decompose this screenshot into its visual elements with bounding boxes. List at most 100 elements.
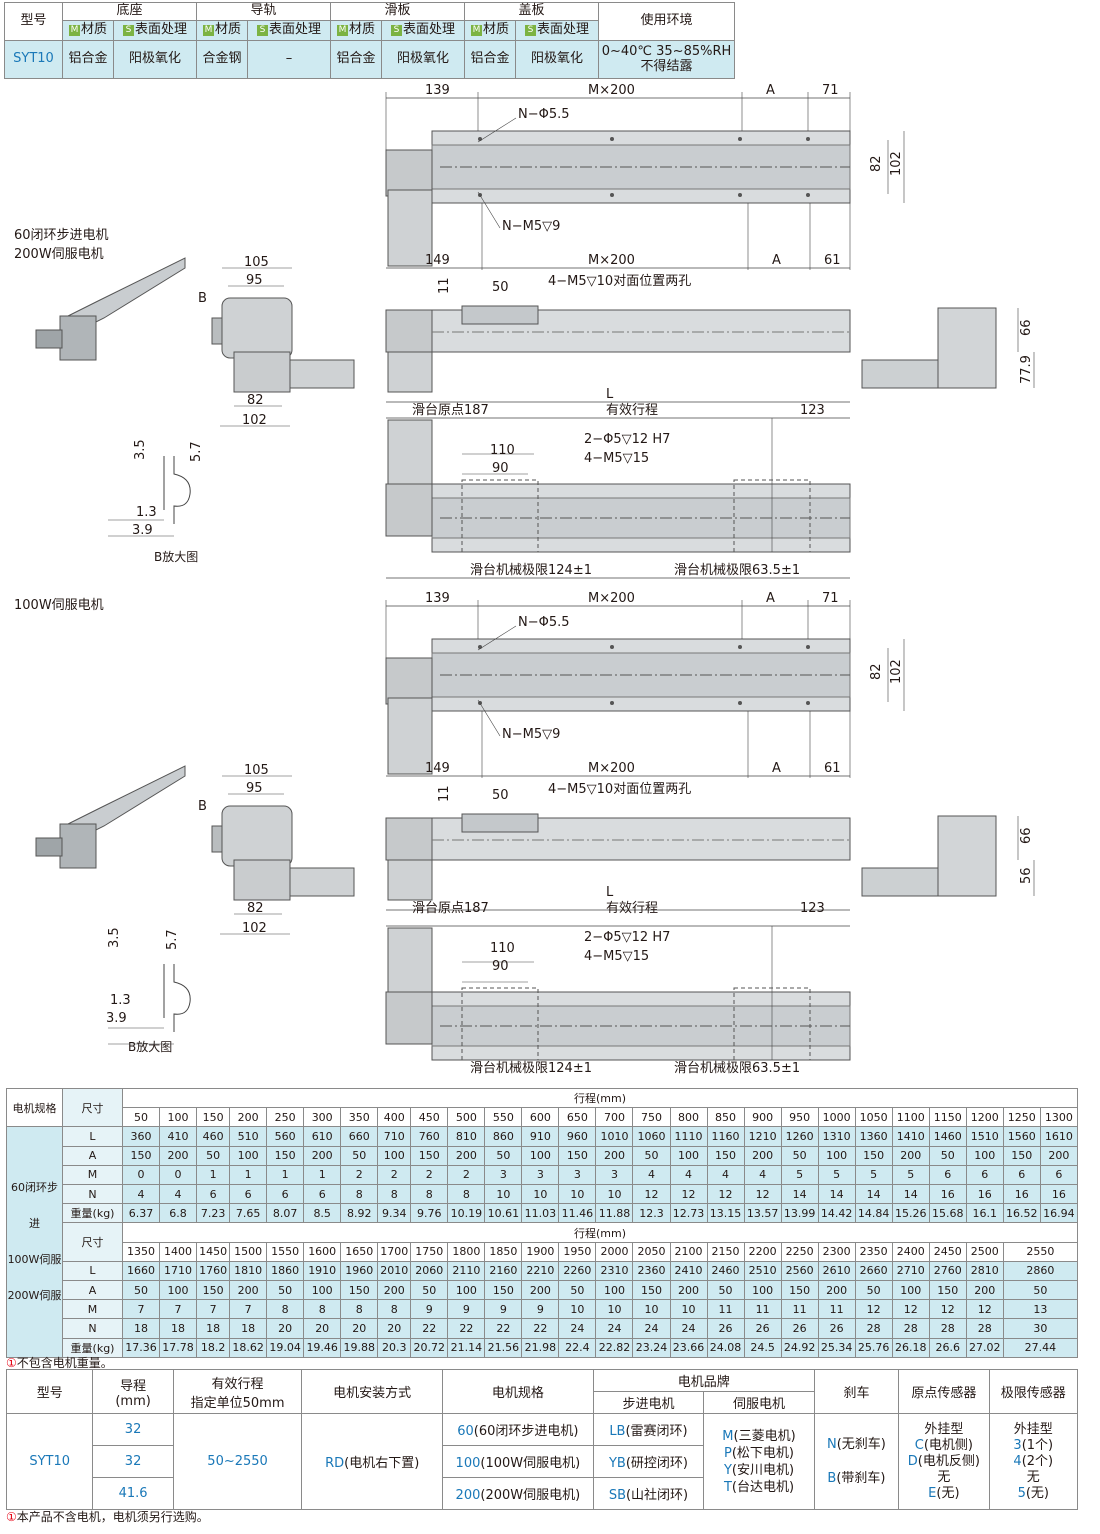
spec-cell: 1610: [1039, 1126, 1079, 1147]
order-stroke: 50~2550: [172, 1413, 303, 1510]
order-h-limit: 极限传感器: [988, 1369, 1079, 1414]
spec-row-label: L: [62, 1126, 123, 1147]
spec-cell: 16: [1002, 1184, 1041, 1205]
spec-cell: 19.04: [266, 1337, 305, 1359]
spec-cell: 25.34: [817, 1337, 856, 1359]
spec-cell: 9: [484, 1299, 523, 1320]
spec-stroke-header: 行程(mm): [122, 1222, 1078, 1243]
spec-cell: 610: [303, 1126, 342, 1147]
svg-text:82: 82: [869, 663, 884, 680]
spec-cell: 910: [521, 1126, 560, 1147]
spec-cell: 150: [780, 1280, 819, 1301]
spec-cell: 150: [266, 1145, 305, 1166]
spec-cell: 1360: [854, 1126, 893, 1147]
spec-cell: 100: [743, 1280, 782, 1301]
svg-text:82: 82: [247, 901, 264, 916]
svg-text:66: 66: [1019, 827, 1034, 844]
spec-cell: 50: [1002, 1280, 1079, 1301]
spec-cell: 100: [891, 1280, 930, 1301]
spec-cell: 710: [377, 1126, 412, 1147]
spec-cell: 10: [595, 1299, 634, 1320]
spec-cell: 810: [447, 1126, 486, 1147]
spec-stroke: 500: [447, 1107, 486, 1128]
svg-text:M×200: M×200: [588, 591, 635, 606]
order-stepper: YB(研控闭环): [592, 1445, 705, 1478]
spec-stroke: 1500: [229, 1241, 268, 1262]
spec-stroke: 1200: [965, 1107, 1004, 1128]
spec-cell: 12: [891, 1299, 930, 1320]
spec-stroke: 950: [780, 1107, 819, 1128]
spec-cell: 13.15: [706, 1203, 745, 1224]
svg-text:4−M5▽15: 4−M5▽15: [584, 451, 649, 466]
spec-stroke: 700: [595, 1107, 634, 1128]
spec-cell: 2710: [891, 1260, 930, 1282]
spec-cell: 8: [340, 1184, 379, 1205]
svg-text:110: 110: [490, 941, 515, 956]
spec-cell: 760: [410, 1126, 449, 1147]
spec-cell: 200: [521, 1280, 560, 1301]
spec-note: ①不包含电机重量。: [6, 1356, 113, 1370]
order-model: SYT10: [5, 1413, 94, 1510]
spec-cell: 2760: [928, 1260, 967, 1282]
order-lead: 41.6: [92, 1477, 174, 1510]
spec-cell: 11.88: [595, 1203, 634, 1224]
spec-cell: 0: [121, 1164, 161, 1186]
spec-cell: 12: [743, 1184, 782, 1205]
spec-cell: 200: [1039, 1145, 1079, 1166]
spec-cell: 22: [521, 1318, 560, 1339]
spec-cell: 2610: [817, 1260, 856, 1282]
spec-cell: 5: [891, 1164, 930, 1186]
spec-cell: 14: [854, 1184, 893, 1205]
spec-cell: 8.5: [303, 1203, 342, 1224]
svg-text:N−M5▽9: N−M5▽9: [502, 219, 560, 234]
order-origins: 外挂型 C(电机侧) D(电机反侧) 无 E(无): [898, 1413, 990, 1510]
spec-cell: 12: [965, 1299, 1004, 1320]
svg-text:61: 61: [824, 253, 841, 268]
spec-cell: 16.52: [1002, 1203, 1041, 1224]
spec-stroke: 450: [410, 1107, 449, 1128]
mat-cover-surface: 阳极氧化: [515, 40, 599, 79]
spec-cell: 6: [965, 1164, 1004, 1186]
svg-text:A: A: [772, 761, 781, 776]
svg-text:滑台机械极限124±1: 滑台机械极限124±1: [470, 563, 592, 578]
svg-text:105: 105: [244, 255, 269, 270]
svg-text:123: 123: [800, 403, 825, 418]
spec-cell: 1210: [743, 1126, 782, 1147]
svg-text:4−M5▽10对面位置两孔: 4−M5▽10对面位置两孔: [548, 274, 691, 289]
svg-text:61: 61: [824, 761, 841, 776]
spec-cell: 200: [891, 1145, 930, 1166]
spec-cell: 200: [159, 1145, 198, 1166]
section1-enlarge-label: B放大图: [154, 550, 199, 564]
spec-row-label: M: [62, 1299, 123, 1320]
spec-cell: 1260: [780, 1126, 819, 1147]
spec-cell: 100: [159, 1280, 198, 1301]
spec-cell: 1060: [632, 1126, 671, 1147]
spec-stroke-header: 行程(mm): [122, 1087, 1078, 1109]
spec-cell: 8: [266, 1299, 305, 1320]
spec-cell: 16.1: [965, 1203, 1004, 1224]
spec-cell: 50: [706, 1280, 745, 1301]
order-h-servo: 伺服电机: [703, 1391, 815, 1414]
svg-text:123: 123: [800, 901, 825, 916]
order-h-lead: 导程(mm): [92, 1369, 174, 1414]
spec-cell: 1: [196, 1164, 231, 1186]
order-servos: M(三菱电机) P(松下电机) Y(安川电机) T(台达电机): [703, 1413, 815, 1510]
spec-stroke: 1300: [1039, 1107, 1079, 1128]
spec-cell: 23.24: [632, 1337, 671, 1359]
spec-cell: 7.65: [229, 1203, 268, 1224]
spec-cell: 6: [266, 1184, 305, 1205]
mat-h-env: 使用环境: [598, 2, 735, 41]
svg-text:82: 82: [247, 393, 264, 408]
spec-cell: 150: [558, 1145, 597, 1166]
spec-cell: 2510: [743, 1260, 782, 1282]
spec-size-header: 尺寸: [62, 1087, 123, 1128]
spec-stroke: 2550: [1002, 1241, 1079, 1262]
mat-base-material: 铝合金: [61, 40, 115, 79]
order-mount: RD(电机右下置): [301, 1413, 444, 1510]
spec-cell: 1860: [266, 1260, 305, 1282]
svg-text:102: 102: [889, 659, 904, 684]
